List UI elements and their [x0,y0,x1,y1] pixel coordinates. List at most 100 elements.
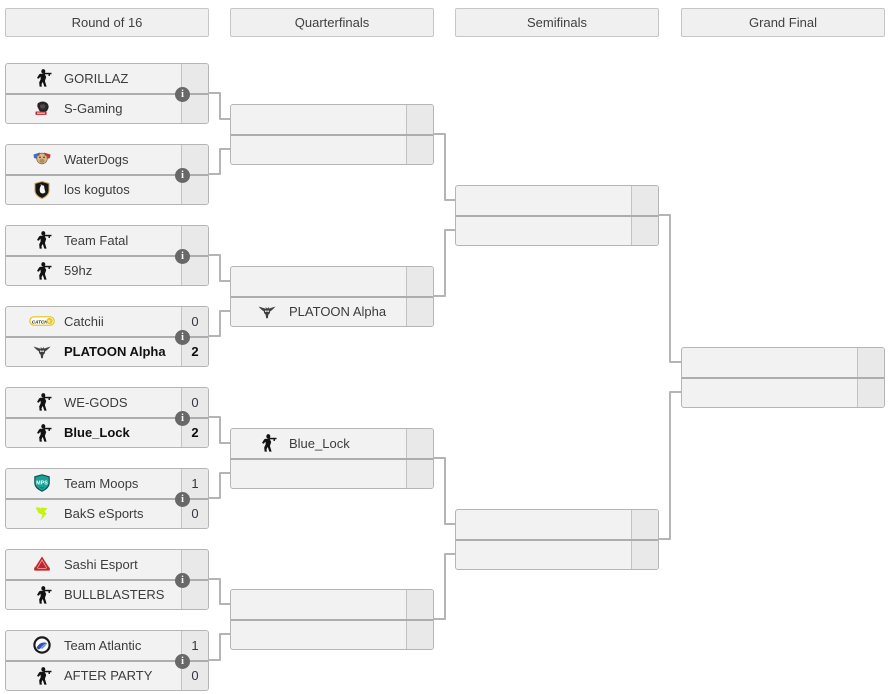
connector-line [433,229,456,297]
match-info-icon[interactable]: i [175,330,190,345]
team-name: S-Gaming [64,101,123,117]
match [230,104,434,165]
round-header-grand-final: Grand Final [681,8,885,37]
score-cell [631,540,658,569]
match [230,589,434,650]
team-row[interactable]: los kogutos [6,175,208,204]
cs-default-logo-icon [253,433,280,453]
team-main: PLATOON Alpha [231,298,406,327]
team-main: MPS Team Moops [6,469,181,498]
team-name: BULLBLASTERS [64,587,165,603]
team-name: Catchii [64,313,104,329]
team-row[interactable]: Blue_Lock [231,429,433,460]
team-main [456,510,631,539]
team-row[interactable]: WaterDogs [6,145,208,176]
match: PLATOON Alpha [230,266,434,327]
team-main: 59hz [6,257,181,286]
team-main: GORILLAZ [6,64,181,93]
match-info-icon[interactable]: i [175,492,190,507]
team-main: AFTER PARTY [6,662,181,691]
team-name: Blue_Lock [289,435,350,451]
team-main [456,186,631,215]
team-row[interactable]: PLATOON Alpha [231,297,433,327]
team-row-empty [231,105,433,136]
score-cell [406,297,433,326]
team-main [231,136,406,165]
team-name: los kogutos [64,182,130,198]
cs-default-logo-icon [28,423,55,443]
team-name: BakS eSports [64,506,144,522]
team-name: GORILLAZ [64,70,129,86]
team-row-empty [456,216,658,245]
match-info-icon[interactable]: i [175,87,190,102]
score-cell [857,348,884,377]
team-row-empty [231,620,433,650]
team-main: Team Fatal [6,226,181,255]
score-cell [406,590,433,619]
score-cell [857,378,884,407]
atlantic-logo-icon [28,635,55,655]
platoon-logo-icon [253,302,280,322]
match-info-icon[interactable]: i [175,654,190,669]
team-main [682,348,857,377]
cs-default-logo-icon [28,585,55,605]
team-main: WaterDogs [6,145,181,174]
team-main [231,105,406,134]
team-name: Team Fatal [64,232,129,248]
match: WaterDogs los kogutos i [5,144,209,205]
s-gaming-logo-icon [28,99,55,119]
score-cell [406,620,433,649]
team-main [456,541,631,570]
connector-line [433,133,456,201]
team-name: WE-GODS [64,394,128,410]
match [681,347,885,408]
team-name: Blue_Lock [64,425,130,441]
team-main [231,267,406,296]
connector-line [208,310,231,337]
team-row[interactable]: Sashi Esport [6,550,208,581]
team-main: BULLBLASTERS [6,581,181,610]
connector-line [433,553,456,620]
score-cell [631,186,658,215]
waterdogs-logo-icon [28,149,55,169]
team-name: Team Atlantic [64,637,142,653]
connector-line [208,92,231,120]
match: Blue_Lock [230,428,434,489]
svg-text:CATCH: CATCH [31,320,47,325]
svg-text:MPS: MPS [36,481,48,487]
team-main: WE-GODS [6,388,181,417]
team-name: PLATOON Alpha [64,344,166,360]
team-name: Team Moops [64,475,139,491]
connector-line [208,254,231,282]
team-main [231,590,406,619]
team-main [682,379,857,408]
team-main [231,460,406,489]
score-cell [631,510,658,539]
match-info-icon[interactable]: i [175,249,190,264]
score-cell [406,459,433,488]
match-info-icon[interactable]: i [175,573,190,588]
platoon-logo-icon [28,342,55,362]
match-info-icon[interactable]: i [175,411,190,426]
match-info-icon[interactable]: i [175,168,190,183]
connector-line [208,148,231,175]
team-main [231,621,406,650]
team-name: PLATOON Alpha [289,304,387,320]
score-cell [406,267,433,296]
team-row-empty [231,459,433,489]
round-header-quarterfinals: Quarterfinals [230,8,434,37]
cs-default-logo-icon [28,68,55,88]
team-main: Blue_Lock [231,429,406,458]
